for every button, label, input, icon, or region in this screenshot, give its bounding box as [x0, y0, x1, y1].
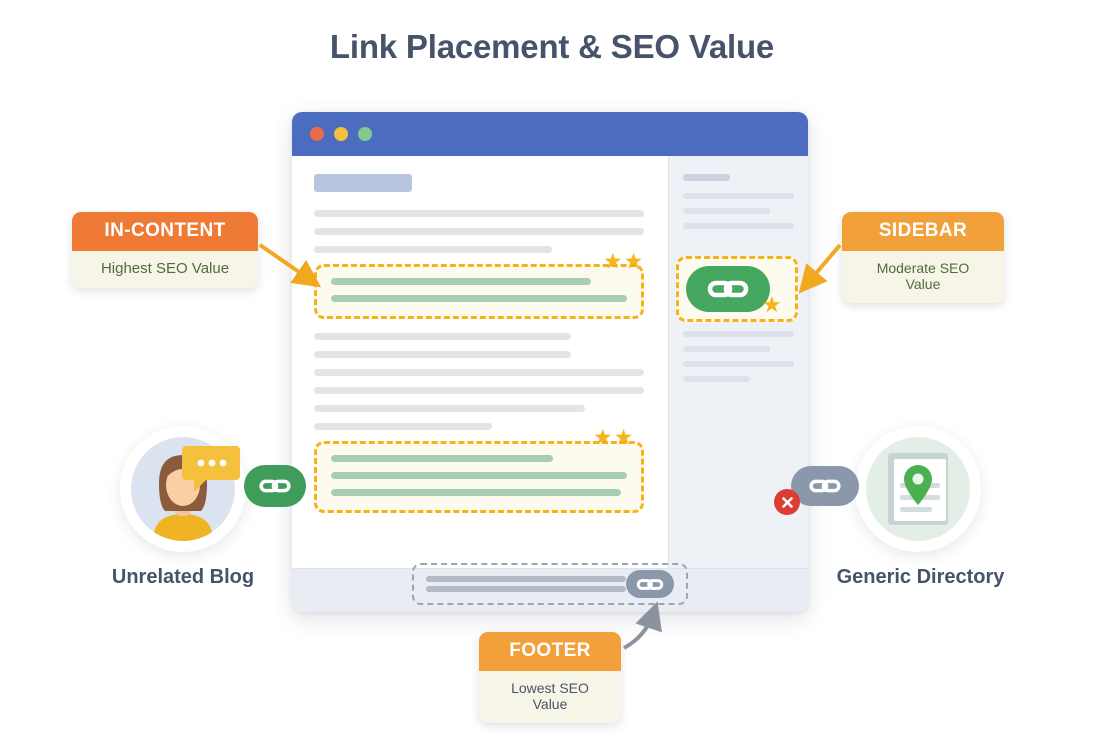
sidebar-line — [683, 193, 794, 199]
caption-unrelated-blog: Unrelated Blog — [111, 566, 255, 588]
content-line — [314, 387, 644, 394]
star-icon: ★ — [603, 250, 623, 273]
arrow-sidebar — [798, 243, 842, 294]
star-icon: ★ — [624, 250, 643, 273]
highlight-link-line — [331, 278, 592, 285]
sidebar-line — [683, 331, 794, 337]
minimize-dot[interactable] — [334, 127, 348, 141]
in-content-link-highlight-secondary[interactable]: ★ ★ — [314, 427, 644, 513]
link-chain-icon — [809, 479, 841, 493]
sidebar-link-pill[interactable] — [686, 266, 770, 312]
footer-text-lines — [426, 572, 626, 596]
avatar-inner — [866, 437, 970, 541]
maximize-dot[interactable] — [358, 127, 372, 141]
callout-footer[interactable]: FOOTER Lowest SEO Value — [479, 632, 621, 723]
callout-in-content-header: IN-CONTENT — [72, 212, 258, 251]
callout-footer-header: FOOTER — [479, 632, 621, 671]
generic-directory-avatar — [855, 426, 981, 552]
caption-generic-directory: Generic Directory — [836, 566, 1005, 588]
star-icon: ★ — [593, 426, 613, 449]
close-dot[interactable] — [310, 127, 324, 141]
sidebar-line — [683, 208, 770, 214]
content-line — [314, 228, 644, 235]
highlight-link-line — [331, 295, 627, 302]
highlight-link-line — [331, 455, 553, 462]
footer-link-zone[interactable] — [412, 563, 688, 605]
sidebar-line — [683, 223, 794, 229]
callout-footer-subtitle: Lowest SEO Value — [511, 680, 589, 712]
content-line — [314, 333, 572, 340]
unrelated-blog-link-pill[interactable] — [244, 465, 306, 507]
link-chain-icon — [707, 280, 749, 298]
content-line — [314, 210, 644, 217]
sidebar-line — [683, 346, 770, 352]
content-heading-block — [314, 174, 412, 192]
sidebar-column — [668, 156, 808, 568]
browser-body: ★ ★ ★ ★ — [292, 156, 808, 612]
star-rating-in-content: ★ ★ — [603, 251, 643, 272]
content-line — [314, 405, 585, 412]
arrow-footer — [623, 601, 662, 650]
callout-in-content[interactable]: IN-CONTENT Highest SEO Value — [72, 212, 258, 288]
blocked-link-badge — [774, 489, 800, 515]
star-icon: ★ — [762, 292, 782, 317]
sidebar-line — [683, 174, 730, 181]
callout-sidebar[interactable]: SIDEBAR Moderate SEO Value — [842, 212, 1004, 303]
content-line — [314, 369, 644, 376]
speech-bubble-icon — [182, 446, 240, 492]
page-title: Link Placement & SEO Value — [329, 28, 775, 65]
browser-window-mockup: ★ ★ ★ ★ — [292, 112, 808, 612]
content-line — [314, 246, 552, 253]
unrelated-blog-avatar — [120, 426, 246, 552]
sidebar-line — [683, 361, 794, 367]
directory-document-icon — [888, 453, 948, 525]
sidebar-line — [683, 376, 750, 382]
highlight-link-line — [331, 489, 622, 496]
link-chain-icon — [259, 479, 291, 493]
in-content-link-highlight[interactable]: ★ ★ — [314, 251, 644, 319]
link-chain-icon — [636, 578, 664, 590]
callout-sidebar-header: SIDEBAR — [842, 212, 1004, 251]
browser-titlebar — [292, 112, 808, 156]
star-icon: ★ — [614, 426, 633, 449]
content-column: ★ ★ ★ ★ — [292, 156, 668, 568]
callout-sidebar-subtitle: Moderate SEO Value — [876, 260, 970, 292]
footer-line — [426, 576, 626, 582]
star-rating-secondary: ★ ★ — [593, 427, 633, 448]
highlight-link-line — [331, 472, 627, 479]
content-line — [314, 351, 572, 358]
footer-line — [426, 586, 626, 592]
callout-in-content-subtitle: Highest SEO Value — [100, 260, 230, 277]
generic-directory-link-pill[interactable] — [791, 466, 859, 506]
close-x-icon — [781, 496, 793, 508]
content-line — [314, 423, 493, 430]
footer-link-pill[interactable] — [626, 570, 674, 598]
